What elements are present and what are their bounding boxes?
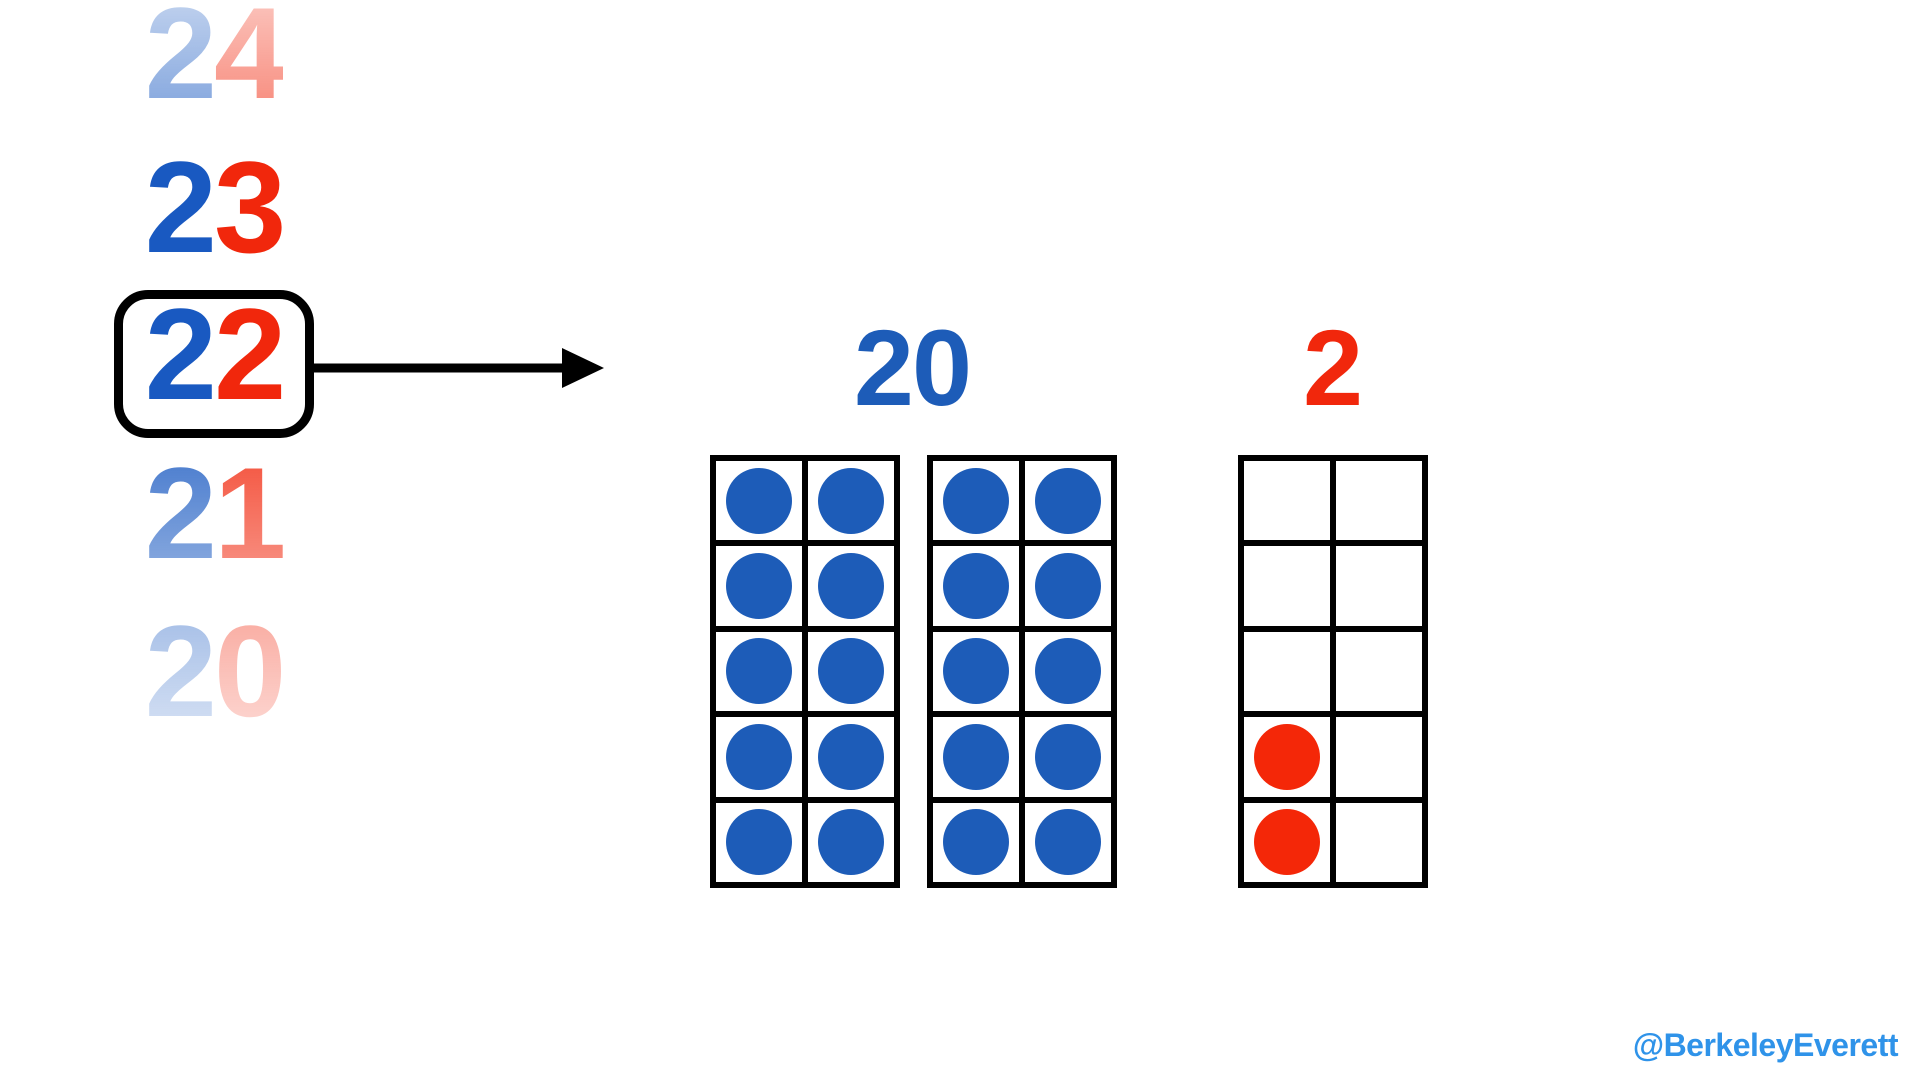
number-item-21: 21	[64, 448, 364, 578]
frame-cell	[1244, 802, 1330, 882]
watermark: @BerkeleyEverett	[1632, 1027, 1899, 1063]
blue-counter-dot	[1035, 553, 1101, 620]
blue-counter-dot	[726, 723, 792, 790]
frame-cell	[808, 461, 894, 541]
frame-cell	[1025, 717, 1111, 797]
tens-digit: 2	[144, 440, 217, 586]
number-item-23: 23	[64, 142, 364, 272]
red-counter-dot	[1254, 723, 1320, 790]
number-item-20: 20	[64, 606, 364, 736]
blue-counter-dot	[943, 809, 1009, 876]
frame-cell	[933, 461, 1019, 541]
frame-cell	[1244, 461, 1330, 541]
ones-digit: 1	[214, 440, 286, 586]
frame-cell	[808, 631, 894, 712]
blue-counter-dot	[726, 467, 792, 534]
frame-cell	[1336, 802, 1422, 882]
frame-cell	[716, 546, 802, 626]
tens-digit: 2	[144, 281, 217, 427]
tens-digit: 2	[144, 134, 217, 280]
blue-counter-dot	[726, 638, 792, 705]
frame-cell	[808, 717, 894, 797]
tens-frame-2	[927, 455, 1117, 888]
tens-value-label: 20	[853, 307, 972, 428]
blue-counter-dot	[818, 809, 884, 876]
blue-counter-dot	[943, 638, 1009, 705]
frame-cell	[1336, 546, 1422, 626]
tens-frame-1	[710, 455, 900, 888]
blue-counter-dot	[818, 638, 884, 705]
frame-cell	[1025, 461, 1111, 541]
frame-cell	[1025, 631, 1111, 712]
frame-cell	[1336, 631, 1422, 712]
frame-cell	[933, 546, 1019, 626]
blue-counter-dot	[1035, 638, 1101, 705]
ones-value-label: 2	[1302, 307, 1363, 428]
frame-cell	[933, 802, 1019, 882]
frame-cell	[1336, 717, 1422, 797]
blue-counter-dot	[943, 553, 1009, 620]
frame-cell	[716, 461, 802, 541]
blue-counter-dot	[1035, 723, 1101, 790]
ones-frame	[1238, 455, 1428, 888]
frame-cell	[933, 631, 1019, 712]
frame-cell	[933, 717, 1019, 797]
frame-cell	[1336, 461, 1422, 541]
blue-counter-dot	[726, 809, 792, 876]
frame-cell	[716, 802, 802, 882]
blue-counter-dot	[818, 723, 884, 790]
blue-counter-dot	[818, 467, 884, 534]
frame-cell	[1244, 631, 1330, 712]
frame-cell	[716, 717, 802, 797]
blue-counter-dot	[726, 553, 792, 620]
blue-counter-dot	[818, 553, 884, 620]
ones-digit: 4	[214, 0, 286, 118]
frame-cell	[1025, 802, 1111, 882]
ones-digit: 2	[214, 281, 286, 427]
ones-digit: 0	[214, 598, 286, 744]
blue-counter-dot	[943, 467, 1009, 534]
red-counter-dot	[1254, 809, 1320, 876]
frame-cell	[808, 802, 894, 882]
number-item-22-selected: 22	[64, 289, 364, 419]
frame-cell	[808, 546, 894, 626]
frame-cell	[1025, 546, 1111, 626]
tens-digit: 2	[145, 0, 217, 118]
ones-digit: 3	[214, 134, 286, 280]
tens-digit: 2	[144, 598, 217, 744]
number-item-24: 24	[64, 0, 364, 118]
blue-counter-dot	[943, 723, 1009, 790]
frame-cell	[1244, 717, 1330, 797]
arrow-right-icon	[314, 348, 604, 388]
frame-cell	[716, 631, 802, 712]
blue-counter-dot	[1035, 809, 1101, 876]
blue-counter-dot	[1035, 467, 1101, 534]
frame-cell	[1244, 546, 1330, 626]
selected-number-box	[114, 290, 314, 438]
